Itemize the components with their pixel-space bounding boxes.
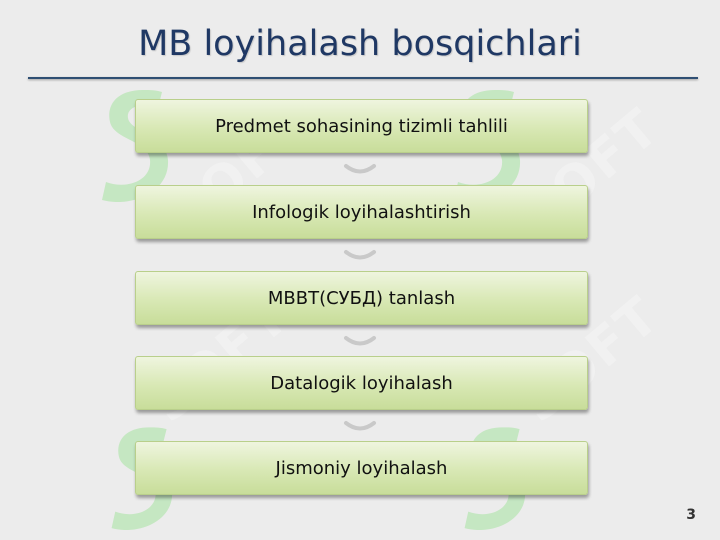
chevron-down-connector: [344, 250, 376, 260]
page-number: 3: [686, 507, 696, 523]
chevron-down-connector: [344, 421, 376, 431]
chevron-down-connector: [344, 164, 376, 174]
process-step-1: Predmet sohasining tizimli tahlili: [135, 99, 588, 153]
process-step-label: Datalogik loyihalash: [270, 372, 453, 394]
process-step-label: MBBT(СУБД) tanlash: [267, 287, 456, 309]
process-step-5: Jismoniy loyihalash: [135, 441, 588, 495]
slide-title: MB loyihalash bosqichlari: [138, 24, 582, 64]
title-underline: [28, 77, 698, 79]
chevron-down-connector: [344, 336, 376, 346]
process-step-label: Jismoniy loyihalash: [275, 457, 448, 479]
process-step-label: Infologik loyihalashtirish: [252, 201, 471, 223]
process-step-4: Datalogik loyihalash: [135, 356, 588, 410]
process-step-label: Predmet sohasining tizimli tahlili: [215, 115, 508, 137]
process-step-3: MBBT(СУБД) tanlash: [135, 271, 588, 325]
process-step-2: Infologik loyihalashtirish: [135, 185, 588, 239]
